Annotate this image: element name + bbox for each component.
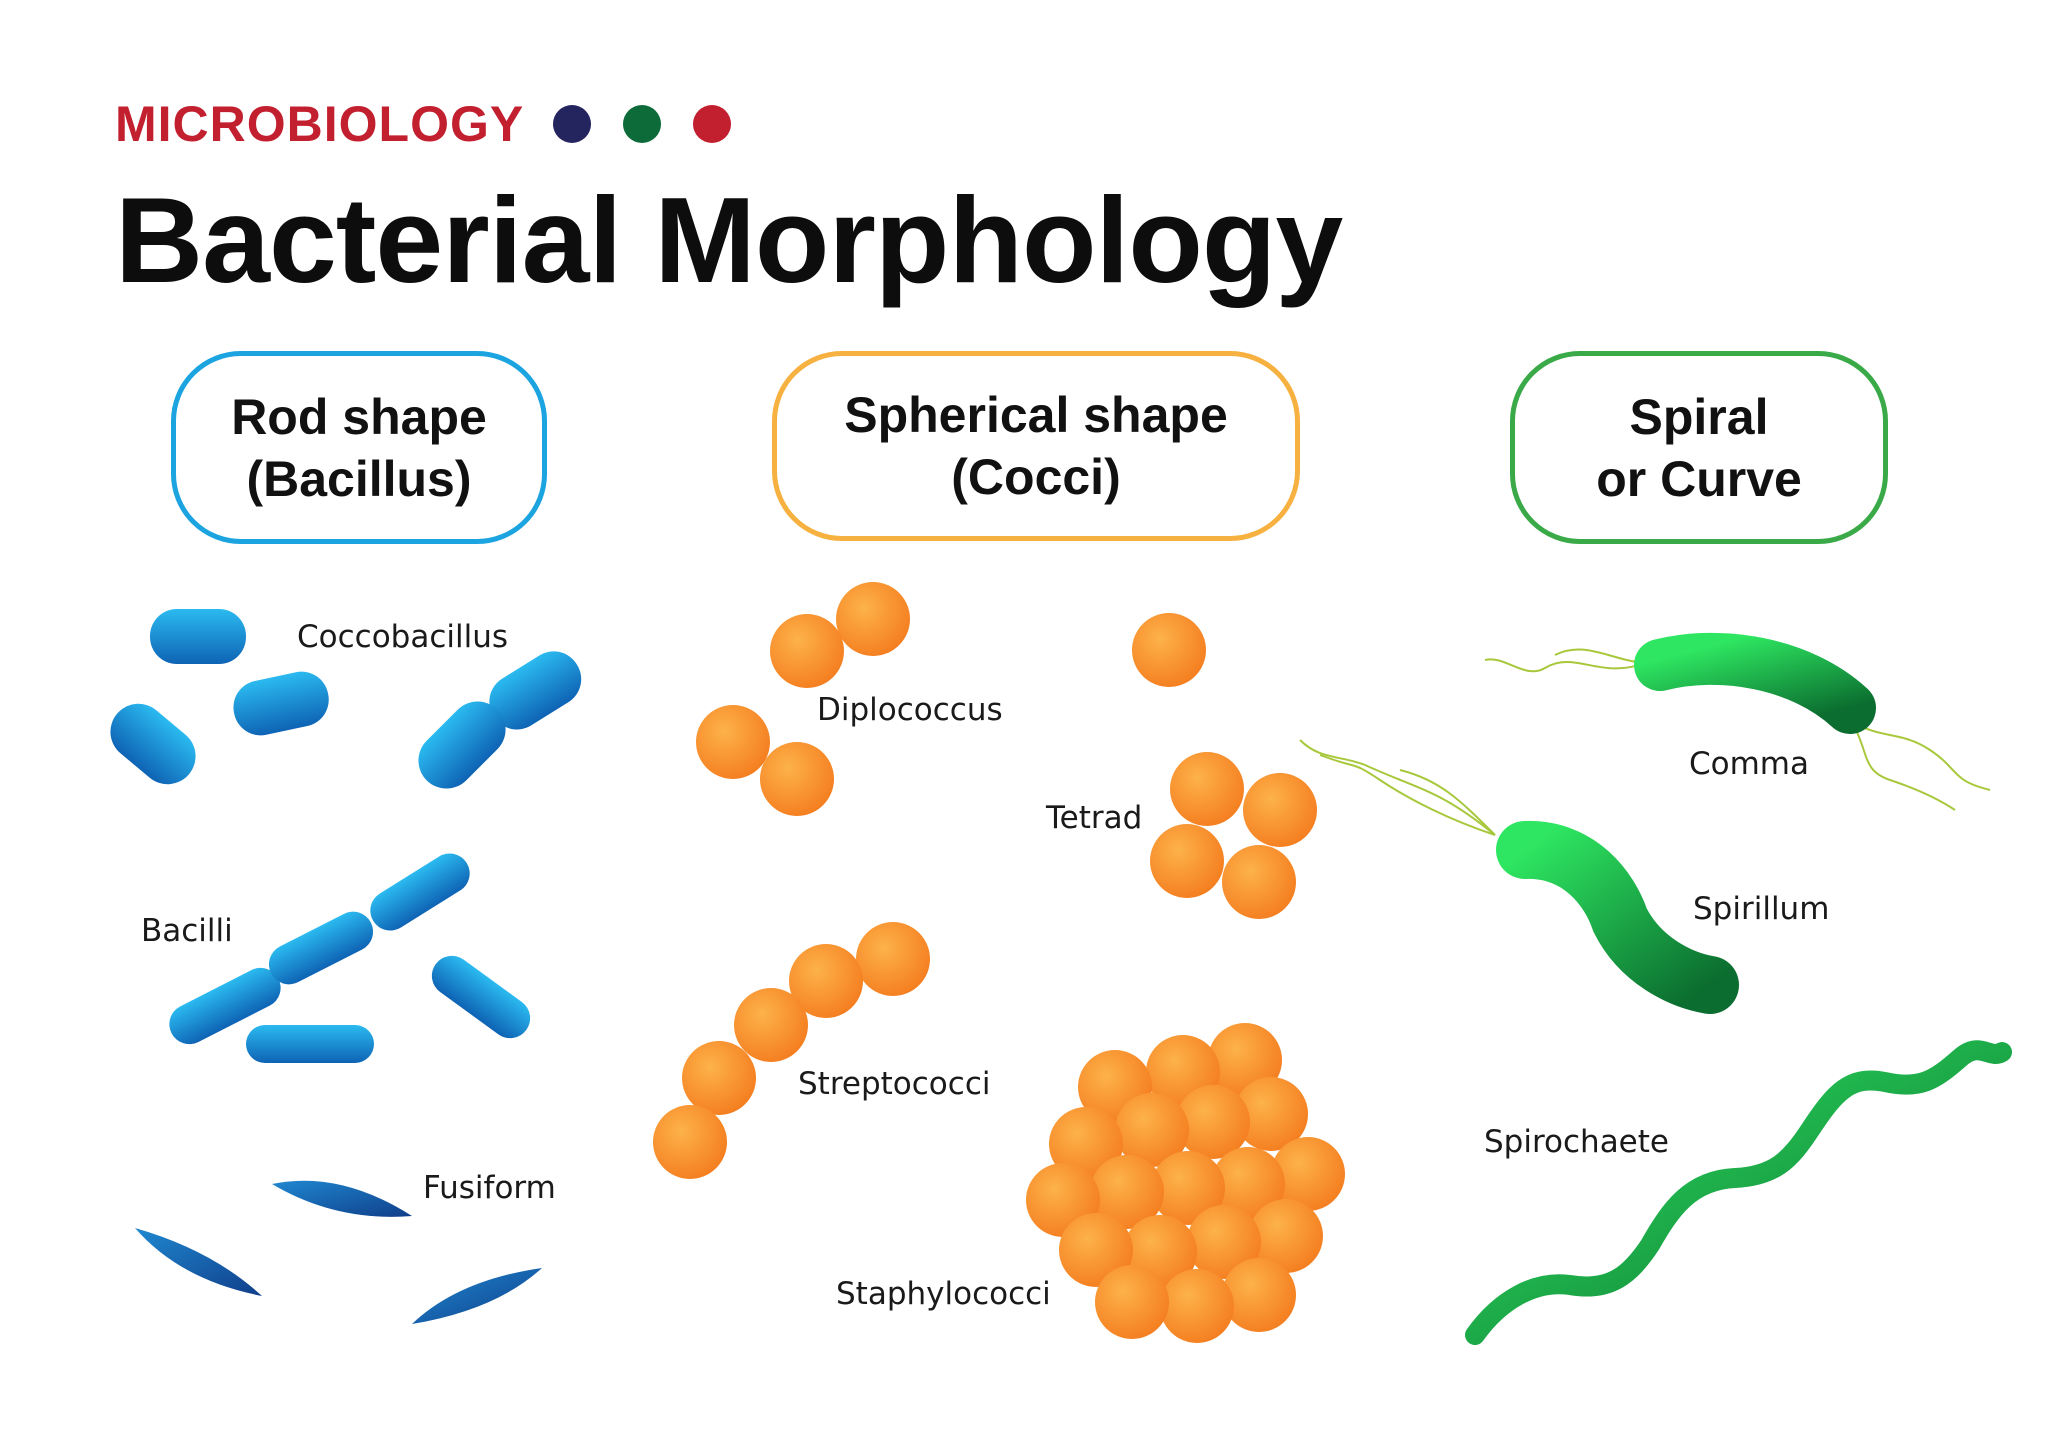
fusiform-cell — [272, 1180, 412, 1217]
coccus-cell — [1243, 773, 1317, 847]
spirillum-bacterium — [1299, 739, 1739, 1014]
bacillus-cell — [431, 955, 531, 1039]
spirochaete-bacterium — [1465, 1040, 2012, 1345]
coccus-cell — [1132, 613, 1206, 687]
coccus-cell — [836, 582, 910, 656]
coccus-cell — [682, 1041, 756, 1115]
label-diplococcus: Diplococcus — [817, 692, 1003, 728]
coccus-cell — [734, 988, 808, 1062]
bacillus-cell — [169, 967, 281, 1045]
bacillus-cell — [370, 853, 470, 931]
category-spiral-shape: Spiral or Curve — [1510, 351, 1888, 544]
category-spherical-subtitle: (Cocci) — [951, 449, 1121, 505]
category-spherical-shape: Spherical shape (Cocci) — [772, 351, 1300, 541]
bacillus-cell — [268, 911, 374, 985]
coccus-cell — [696, 705, 770, 779]
category-rod-subtitle: (Bacillus) — [246, 450, 472, 507]
coccobacillus-cell — [110, 703, 196, 785]
label-coccobacillus: Coccobacillus — [297, 619, 509, 655]
category-rod-shape: Rod shape (Bacillus) — [171, 351, 547, 544]
coccus-cell — [770, 614, 844, 688]
coccus-cell — [1150, 824, 1224, 898]
tetrad-group — [1150, 752, 1317, 919]
green-dot-icon — [623, 105, 661, 143]
staphylococci-group — [1026, 1023, 1345, 1343]
label-fusiform: Fusiform — [423, 1170, 556, 1206]
category-rod-title: Rod shape — [231, 388, 487, 445]
coccus-cell — [760, 742, 834, 816]
label-staphylococci: Staphylococci — [836, 1276, 1051, 1312]
label-comma: Comma — [1689, 746, 1810, 782]
coccobacillus-cell — [489, 651, 582, 730]
fusiform-group — [135, 1180, 542, 1324]
page-title: Bacterial Morphology — [115, 172, 1343, 308]
coccus-cell — [653, 1105, 727, 1179]
label-spirochaete: Spirochaete — [1484, 1124, 1669, 1160]
label-tetrad: Tetrad — [1046, 800, 1143, 836]
coccobacillus-cell — [418, 701, 506, 789]
coccus-cell — [1222, 845, 1296, 919]
label-spirillum: Spirillum — [1693, 891, 1830, 927]
label-bacilli: Bacilli — [141, 913, 233, 949]
category-spiral-subtitle: or Curve — [1596, 450, 1802, 507]
single-coccus — [1132, 613, 1206, 687]
navy-dot-icon — [553, 105, 591, 143]
streptococci-group — [653, 922, 930, 1179]
coccus-cell — [856, 922, 930, 996]
coccus-cell — [789, 944, 863, 1018]
coccobacillus-group — [110, 609, 582, 789]
coccus-cell — [1170, 752, 1244, 826]
bacillus-cell — [246, 1025, 374, 1063]
bacilli-group — [169, 853, 531, 1063]
red-dot-icon — [693, 105, 731, 143]
comma-bacterium — [1484, 632, 1991, 811]
fusiform-cell — [135, 1228, 262, 1296]
section-kicker: MICROBIOLOGY — [115, 96, 525, 152]
diplococcus-group — [696, 582, 910, 816]
label-streptococci: Streptococci — [798, 1066, 991, 1102]
category-spherical-title: Spherical shape — [844, 387, 1228, 443]
category-spiral-title: Spiral — [1629, 388, 1769, 445]
coccobacillus-cell — [150, 609, 246, 664]
fusiform-cell — [412, 1268, 542, 1324]
coccobacillus-cell — [233, 671, 329, 736]
